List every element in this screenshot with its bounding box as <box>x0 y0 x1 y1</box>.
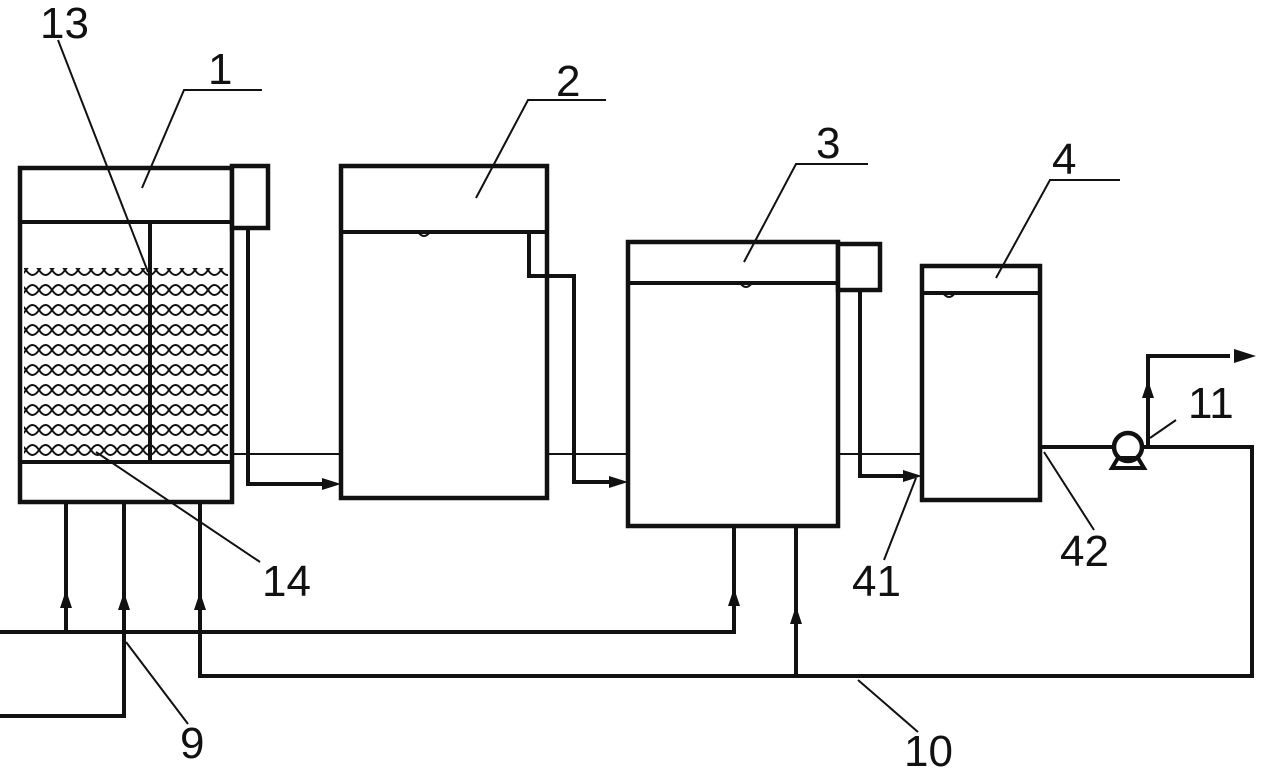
leader-2 <box>475 99 606 199</box>
tank-4 <box>919 263 1043 503</box>
tank-3 <box>625 239 883 529</box>
pump-11 <box>1108 430 1148 470</box>
label-unit-2: 2 <box>556 57 580 106</box>
leader-1 <box>141 89 262 189</box>
pump-icon <box>1111 430 1145 464</box>
tank-3-water-marker <box>739 282 753 288</box>
outlet-arrow-icon <box>1234 349 1256 363</box>
label-unit-3: 3 <box>816 119 840 168</box>
supply-pipe-9 <box>0 502 126 718</box>
label-port-41: 41 <box>852 557 901 606</box>
up-arrow-icon <box>118 592 130 610</box>
leader-4 <box>995 179 1120 279</box>
leader-3 <box>743 163 868 263</box>
pipe-tank1-to-tank2 <box>246 228 330 486</box>
label-part-13: 13 <box>40 0 89 48</box>
up-arrow-icon <box>728 588 740 606</box>
flow-arrow-icon <box>609 476 628 488</box>
up-arrow-icon <box>1142 380 1154 398</box>
pump-discharge-pipe <box>1146 354 1230 447</box>
up-arrow-icon <box>194 592 206 610</box>
label-pipe-10: 10 <box>904 727 953 776</box>
label-pump-11: 11 <box>1188 379 1234 428</box>
leader-10 <box>857 679 919 733</box>
tank-4-body <box>919 263 1043 503</box>
flow-arrow-icon <box>322 478 341 490</box>
tank-1-overflow-box <box>229 163 271 231</box>
flow-arrow-icon <box>903 470 922 482</box>
tank-4-water-marker <box>942 292 956 298</box>
tank-2 <box>338 163 550 501</box>
up-arrow-icon <box>60 590 72 608</box>
label-port-42: 42 <box>1060 527 1109 576</box>
tank-3-overflow-box <box>835 241 883 293</box>
transfer-pipes <box>0 228 1256 718</box>
up-arrow-icon <box>790 606 802 624</box>
label-pipe-9: 9 <box>180 719 204 768</box>
leader-41 <box>883 477 917 561</box>
leader-11 <box>1149 419 1177 439</box>
tank-2-body <box>338 163 550 501</box>
part-labels: 1 2 3 4 11 13 14 41 42 9 10 <box>40 0 1234 776</box>
return-pipe-10 <box>198 445 1254 678</box>
leader-13 <box>57 39 149 273</box>
pipe-tank3-to-tank4 <box>858 290 912 478</box>
leader-42 <box>1043 451 1095 531</box>
pump-base <box>1108 456 1148 470</box>
filter-media <box>24 268 228 460</box>
leader-14 <box>95 451 261 563</box>
pipe-tank2-to-tank3 <box>527 232 618 484</box>
tank-2-water-marker <box>417 231 431 237</box>
leader-9 <box>125 641 189 725</box>
label-unit-4: 4 <box>1052 135 1076 184</box>
leader-lines <box>57 39 1177 733</box>
supply-header <box>0 526 736 634</box>
label-part-14: 14 <box>262 557 311 606</box>
label-unit-1: 1 <box>208 45 232 94</box>
tank-1 <box>17 163 271 505</box>
